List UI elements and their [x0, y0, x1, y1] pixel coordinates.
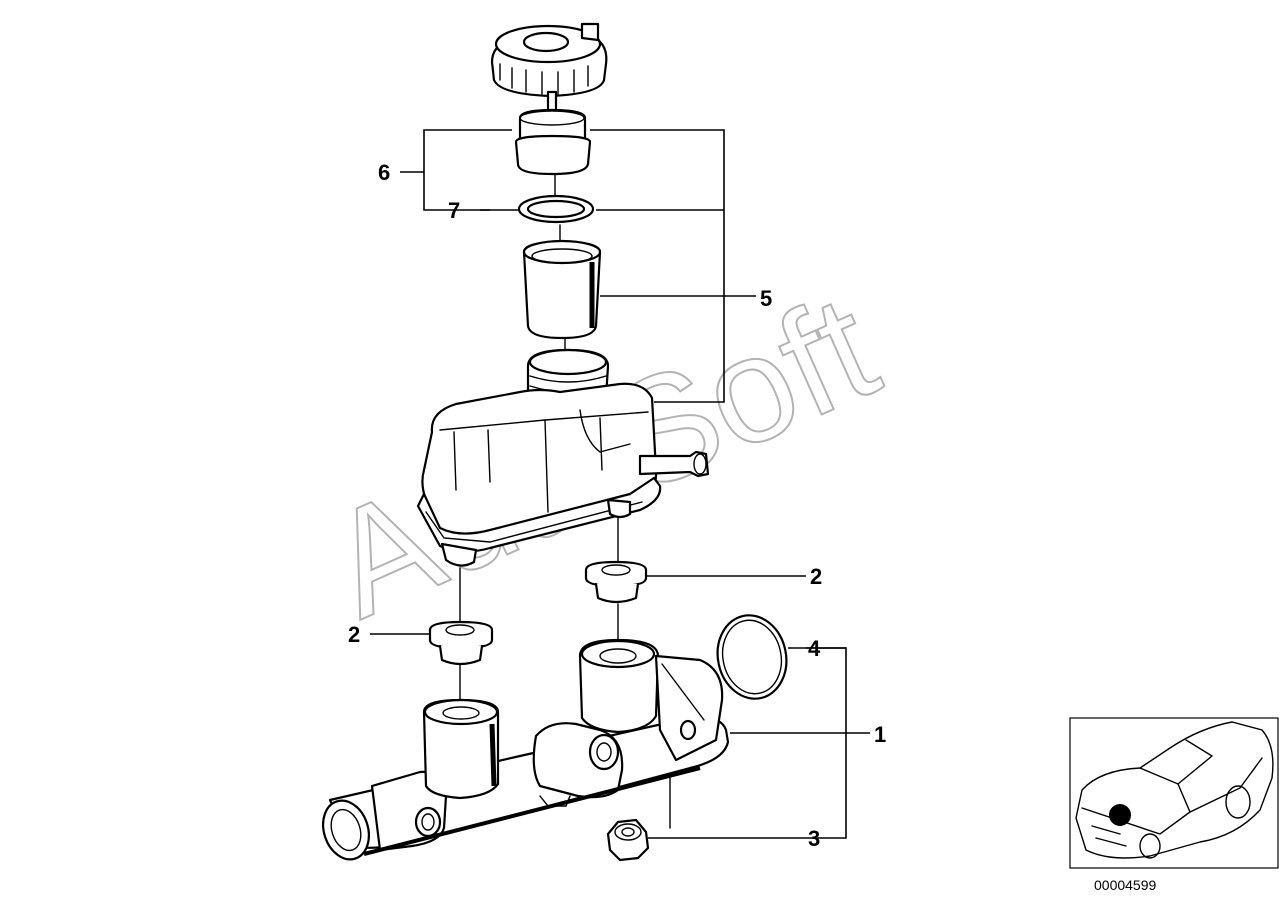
filter-cap-insert — [514, 108, 592, 176]
grommet-left — [428, 620, 494, 666]
callout-4: 4 — [808, 636, 821, 661]
callout-2-left: 2 — [348, 622, 360, 647]
seal-ring — [517, 194, 595, 224]
brake-fluid-reservoir — [416, 348, 710, 567]
callout-labels: 6 7 5 2 2 4 1 3 — [348, 160, 886, 851]
master-cylinder-body — [322, 638, 730, 861]
callout-3: 3 — [808, 826, 820, 851]
reference-code: 00004599 — [1094, 877, 1157, 893]
callout-1: 1 — [874, 722, 886, 747]
grommet-right — [584, 560, 648, 604]
callout-2-right: 2 — [810, 564, 822, 589]
callout-7: 7 — [448, 198, 460, 223]
callout-5: 5 — [760, 286, 772, 311]
leader-lines — [370, 129, 870, 839]
reservoir-cap — [490, 22, 608, 116]
o-ring — [716, 614, 788, 700]
hex-nut — [606, 818, 650, 862]
car-location-thumbnail — [1069, 717, 1279, 869]
filter-screen — [522, 239, 602, 340]
callout-6: 6 — [378, 160, 390, 185]
car-location-icon — [1075, 721, 1274, 859]
